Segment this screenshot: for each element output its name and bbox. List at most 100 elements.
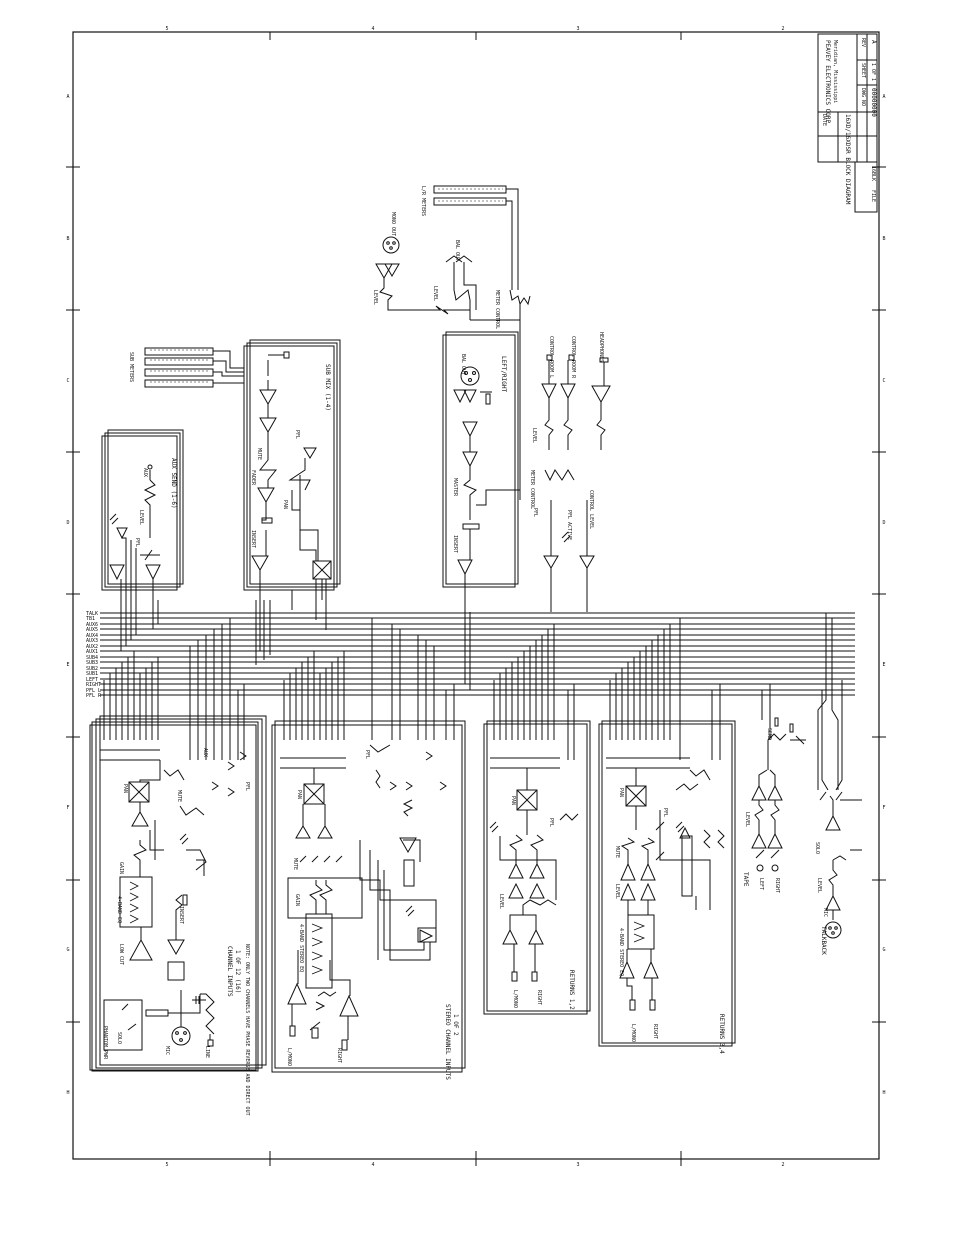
ch-eq-label: 4-BAND EQ bbox=[116, 896, 122, 923]
title-drawing: 16XD/16XDSR BLOCK DIAGRAM bbox=[844, 114, 851, 205]
sub-mix-label: SUB MIX (1-4) bbox=[324, 364, 331, 411]
aux-send-block: AUX SEND (1-6) AUX LEVEL PFL bbox=[101, 429, 184, 600]
ret12-pan-label: PAN bbox=[510, 796, 516, 805]
bus-label: SUB4 bbox=[86, 655, 98, 661]
returns-12-block: RETURNS 1,2 L/MONO RIGHT LEVEL PAN PFL bbox=[483, 624, 591, 1015]
bottom-tick-label: 2 bbox=[781, 1162, 784, 1168]
stereo-bus-drops bbox=[283, 618, 455, 740]
lr-meters-label: L/R METERS bbox=[420, 186, 426, 216]
ret12-right-label: RIGHT bbox=[536, 990, 542, 1005]
bus-lines bbox=[100, 612, 855, 696]
tape-label: TAPE bbox=[742, 872, 749, 887]
bus-label: AUX4 bbox=[86, 633, 98, 639]
ret12-level-label: LEVEL bbox=[498, 894, 504, 909]
ret34-level-label: LEVEL bbox=[614, 884, 620, 899]
top-tick-label: 3 bbox=[576, 26, 579, 32]
ret34-eq-label: 4-BAND STEREO EQ bbox=[618, 928, 624, 976]
bal-out-label: BAL OUT bbox=[454, 240, 460, 261]
ch-phantom-label: PHANTOM PWR bbox=[102, 1026, 108, 1060]
stereo-lmono-label: L/MONO bbox=[286, 1048, 292, 1066]
bus-label: AUX5 bbox=[86, 627, 98, 633]
headphones-label: HEADPHONES bbox=[598, 332, 604, 362]
left-tick-label: E bbox=[66, 662, 69, 668]
returns-34-block: RETURNS 3,4 L/MONO RIGHT 4-BAND STEREO E… bbox=[598, 618, 736, 1054]
title-sheet-label: SHEET bbox=[860, 63, 866, 78]
ret12-pfl-label: PFL bbox=[548, 818, 554, 827]
meter-control-label: METER CONTROL bbox=[494, 290, 500, 329]
sub-insert-label: INSERT bbox=[250, 530, 256, 548]
left-right-block: LEFT/RIGHT BAL OUT MASTER INSERT bbox=[442, 331, 520, 612]
right-tick-label: F bbox=[882, 805, 885, 811]
ch-pan-label: PAN bbox=[122, 784, 128, 793]
bal-level-label: LEVEL bbox=[432, 286, 438, 301]
stereo-mute-label: MUTE bbox=[292, 858, 298, 870]
tape-section: TAPE LEFT RIGHT LEVEL SEND bbox=[742, 684, 806, 893]
stereo-gain-label: GAIN bbox=[294, 894, 300, 906]
ch-mic-label: MIC bbox=[164, 1046, 170, 1055]
sub-meters-label: SUB METERS bbox=[128, 352, 134, 382]
tb-level-label: LEVEL bbox=[816, 878, 822, 893]
lr-label: LEFT/RIGHT bbox=[500, 356, 507, 393]
bottom-tick-label: 3 bbox=[576, 1162, 579, 1168]
left-tick-label: G bbox=[66, 947, 69, 953]
aux-level-label: LEVEL bbox=[138, 510, 144, 525]
ret34-lmono-label: L/MONO bbox=[630, 1024, 636, 1042]
title-location: Meridian, Mississippi bbox=[832, 40, 838, 103]
tb-solo-label: SOLO bbox=[814, 842, 820, 854]
channel-inputs-label: CHANNEL INPUTS bbox=[226, 946, 233, 997]
bus-label: TB1 bbox=[86, 616, 95, 622]
ret34-mute-label: MUTE bbox=[614, 846, 620, 858]
bus-label: AUX2 bbox=[86, 644, 98, 650]
returns-12-label: RETURNS 1,2 bbox=[568, 970, 575, 1010]
aux-pfl-label: PFL bbox=[134, 538, 140, 547]
top-tick-label: 2 bbox=[781, 26, 784, 32]
bus-label: SUB1 bbox=[86, 671, 98, 677]
sub-meters: SUB METERS bbox=[128, 347, 244, 388]
sub-pan-label: PAN bbox=[282, 500, 288, 509]
left-tick-label: H bbox=[66, 1090, 69, 1096]
mono-out-label: MONO OUT bbox=[390, 212, 396, 236]
ch-mute-label: MUTE bbox=[176, 790, 182, 802]
right-tick-label: A bbox=[882, 94, 885, 100]
ch-aux-label: AUX bbox=[202, 748, 208, 757]
stereo-inputs-block: STEREO CHANNEL INPUTS 1 OF 2 L/MONO RIGH… bbox=[271, 618, 466, 1080]
title-dwg-label: DWG NO bbox=[860, 88, 866, 106]
bus-label: AUX6 bbox=[86, 622, 98, 628]
cr-pfl-label: PFL bbox=[532, 508, 538, 517]
right-tick-label: B bbox=[882, 236, 885, 242]
talkback-label: TALKBACK bbox=[820, 926, 827, 955]
control-room-l-label: CONTROL ROOM L bbox=[548, 336, 554, 378]
bottom-tick-label: 5 bbox=[165, 1162, 168, 1168]
bottom-tick-label: 4 bbox=[371, 1162, 374, 1168]
bus-label: PFL R bbox=[86, 693, 102, 699]
title-date-label: DATE bbox=[821, 114, 827, 126]
pfl-active-label: PFL ACTIVE bbox=[566, 510, 572, 540]
bus-label: SUB3 bbox=[86, 660, 98, 666]
bus-label: LEFT bbox=[86, 677, 98, 683]
control-room-r-label: CONTROL ROOM R bbox=[570, 336, 576, 379]
ret34-pfl-label: PFL bbox=[662, 808, 668, 817]
tape-send-label: SEND bbox=[766, 728, 772, 740]
left-tick-label: D bbox=[66, 520, 69, 526]
ret12-lmono-label: L/MONO bbox=[512, 990, 518, 1008]
title-file-label: FILE bbox=[870, 190, 876, 202]
control-room-section: CONTROL ROOM L CONTROL ROOM R HEADPHONES… bbox=[529, 332, 611, 612]
ret34-right-label: RIGHT bbox=[652, 1024, 658, 1039]
stereo-pfl-label: PFL bbox=[364, 750, 370, 759]
stereo-eq-label: 4-BAND STEREO EQ bbox=[298, 924, 304, 972]
tape-right-label: RIGHT bbox=[774, 878, 780, 893]
left-tick-label: A bbox=[66, 94, 69, 100]
tape-level-label: LEVEL bbox=[744, 812, 750, 827]
top-tick-label: 4 bbox=[371, 26, 374, 32]
channel-inputs-range: 1 OF 12 (16) bbox=[234, 950, 241, 993]
bus-label: PFL L bbox=[86, 688, 101, 694]
title-rev: A bbox=[870, 40, 877, 44]
sub-pfl-label: PFL bbox=[294, 430, 300, 439]
ch-insert-label: INSERT bbox=[178, 906, 184, 924]
left-tick-label: B bbox=[66, 236, 69, 242]
left-tick-label: C bbox=[66, 378, 69, 384]
ch-solo-label: SOLO bbox=[116, 1032, 122, 1044]
title-dwg-no: 00000000 bbox=[870, 88, 877, 117]
